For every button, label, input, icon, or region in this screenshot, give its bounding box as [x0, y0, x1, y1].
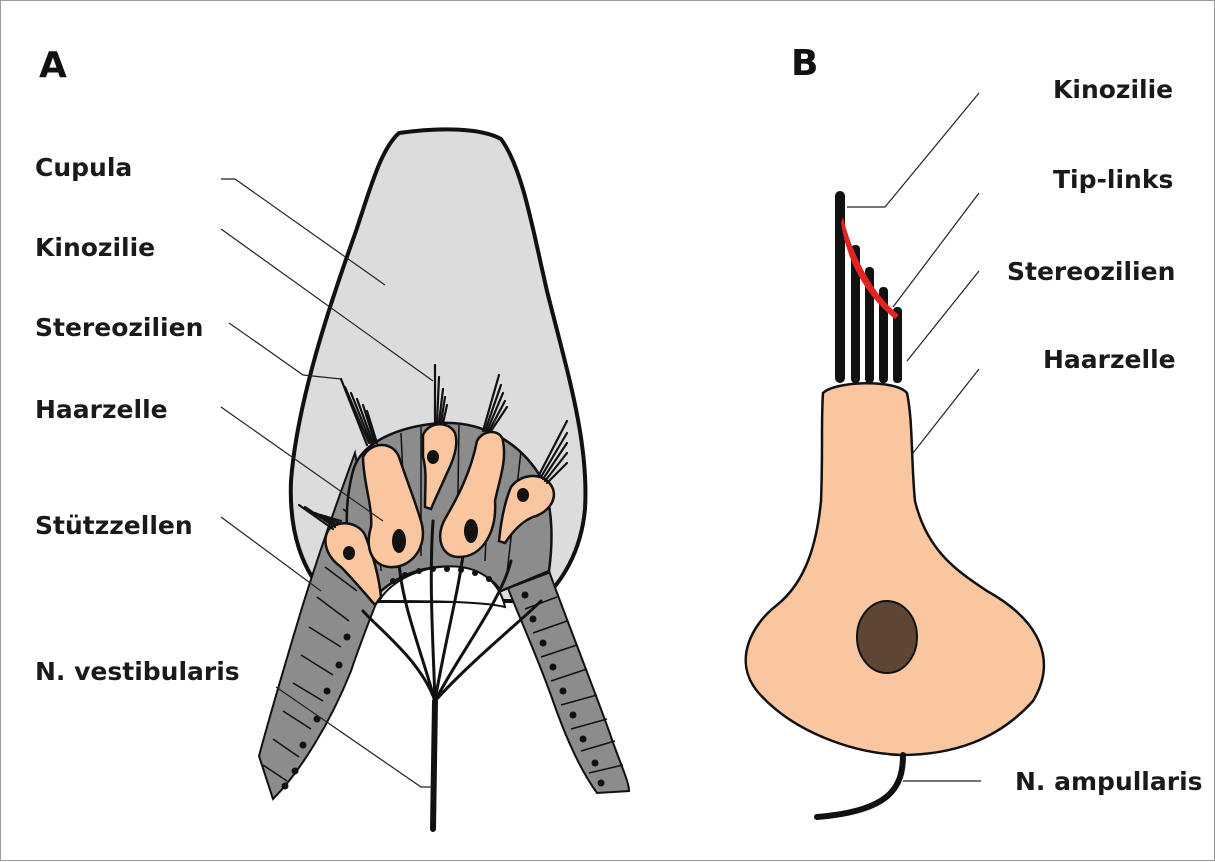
label-n-vestibularis: N. vestibularis	[35, 657, 240, 686]
label-stereozilien-a: Stereozilien	[35, 313, 203, 342]
label-n-ampullaris: N. ampullaris	[1015, 767, 1203, 796]
panel-b-drawing	[746, 93, 1044, 817]
label-cupula: Cupula	[35, 153, 132, 182]
panel-a-drawing	[221, 129, 629, 829]
label-haarzelle-a: Haarzelle	[35, 395, 168, 424]
label-kinozilie-b: Kinozilie	[1053, 75, 1173, 104]
panel-b-letter: B	[791, 43, 818, 84]
nerve-fibre-b	[817, 755, 903, 817]
label-tip-links: Tip-links	[1053, 165, 1173, 194]
hair-cell-b-nucleus	[857, 601, 917, 673]
label-haarzelle-b: Haarzelle	[1043, 345, 1176, 374]
label-kinozilie-a: Kinozilie	[35, 233, 155, 262]
label-stereozilien-b: Stereozilien	[1007, 257, 1175, 286]
panel-a-letter: A	[39, 45, 67, 86]
hair-cell-b-body	[746, 383, 1044, 755]
label-stuetzzellen: Stützzellen	[35, 511, 193, 540]
